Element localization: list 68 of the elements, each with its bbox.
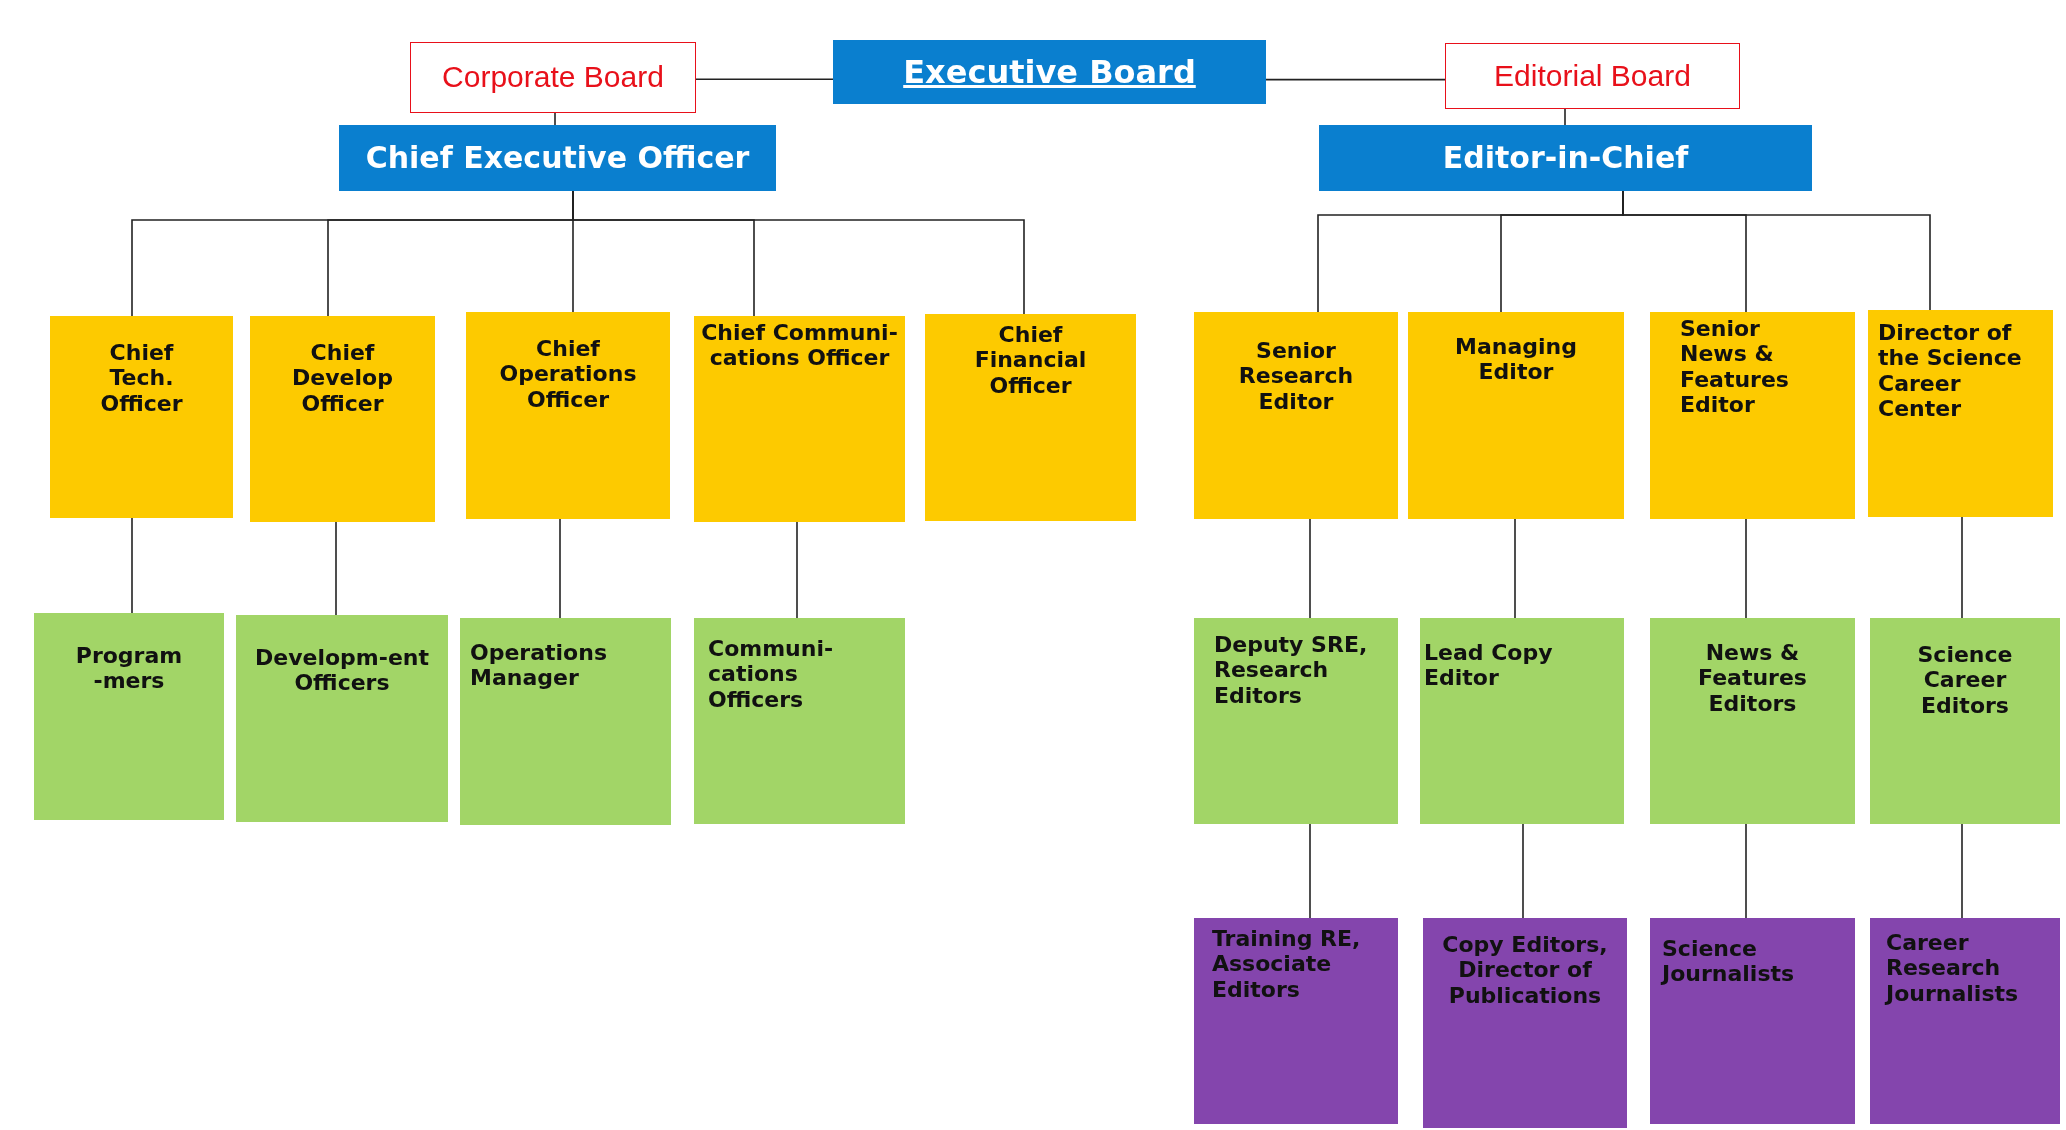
- connector-line: [1265, 78, 1446, 81]
- connector-line: [1564, 108, 1566, 126]
- role-box: [34, 613, 224, 820]
- connector-line: [131, 517, 133, 614]
- board-box: [410, 42, 696, 113]
- connector-line: [554, 112, 556, 126]
- role-box: [1319, 125, 1812, 191]
- connector-line: [1961, 823, 1963, 919]
- role-box: [50, 316, 233, 518]
- role-box: [1650, 312, 1855, 519]
- role-box: [694, 316, 905, 522]
- role-box: [1194, 312, 1398, 519]
- connector-line: [559, 518, 561, 619]
- role-box: [250, 316, 435, 522]
- role-title: Lead Copy Editor: [1424, 640, 1554, 693]
- role-box: [925, 314, 1136, 521]
- role-box: [1423, 918, 1627, 1128]
- role-box: [236, 615, 448, 822]
- connector-line: [796, 521, 798, 619]
- role-title: Chief Develop Officer: [291, 340, 394, 418]
- role-title: News & Features Editors: [1697, 640, 1808, 718]
- connector-line: [1309, 823, 1311, 919]
- connector-line: [1745, 518, 1747, 619]
- role-title: Training RE, Associate Editors: [1212, 926, 1362, 1004]
- connector-line: [695, 78, 834, 80]
- role-title: Corporate Board: [441, 60, 665, 95]
- role-box: [1868, 310, 2053, 517]
- role-title: Chief Financial Officer: [973, 322, 1088, 400]
- role-box: [339, 125, 776, 191]
- role-box: [1870, 918, 2060, 1124]
- connector-line: [1514, 518, 1516, 619]
- role-title: Copy Editors, Director of Publications: [1441, 932, 1609, 1010]
- role-title: Developm-ent Officers: [254, 645, 430, 698]
- role-title: Career Research Journalists: [1886, 930, 2020, 1008]
- role-title: Chief Tech. Officer: [99, 340, 184, 418]
- connector-line: [1522, 823, 1524, 919]
- connector-line: [1961, 516, 1963, 619]
- role-title: Senior Research Editor: [1237, 338, 1355, 416]
- role-title: Program-mers: [74, 643, 184, 696]
- role-title: Executive Board: [902, 53, 1197, 91]
- role-title: Director of the Science Career Center: [1878, 320, 2023, 423]
- role-title: Managing Editor: [1454, 334, 1578, 387]
- role-box: [1408, 312, 1624, 519]
- role-title: Operations Manager: [470, 640, 608, 693]
- role-title: Deputy SRE, Research Editors: [1214, 632, 1369, 710]
- role-box: [694, 618, 905, 824]
- role-box: [1194, 618, 1398, 824]
- role-box: [1650, 918, 1855, 1124]
- role-title: Chief Executive Officer: [364, 140, 751, 176]
- board-box: [833, 40, 1266, 104]
- role-title: Senior News & Features Editor: [1680, 316, 1790, 419]
- role-title: Communi-cations Officers: [708, 636, 835, 714]
- role-box: [460, 618, 671, 825]
- role-title: Editorial Board: [1493, 58, 1692, 94]
- connector-line: [1309, 518, 1311, 619]
- role-box: [1650, 618, 1855, 824]
- role-title: Science Career Editors: [1916, 642, 2014, 720]
- connector-line: [335, 521, 337, 616]
- role-box: [1194, 918, 1398, 1124]
- role-box: [1870, 618, 2060, 824]
- role-title: Chief Operations Officer: [498, 336, 638, 414]
- role-title: Chief Communi-cations Officer: [700, 320, 899, 373]
- connector-line: [1745, 823, 1747, 919]
- role-box: [1420, 618, 1624, 824]
- role-title: Editor-in-Chief: [1441, 140, 1690, 176]
- board-box: [1445, 43, 1740, 109]
- role-box: [466, 312, 670, 519]
- role-title: Science Journalists: [1662, 936, 1796, 989]
